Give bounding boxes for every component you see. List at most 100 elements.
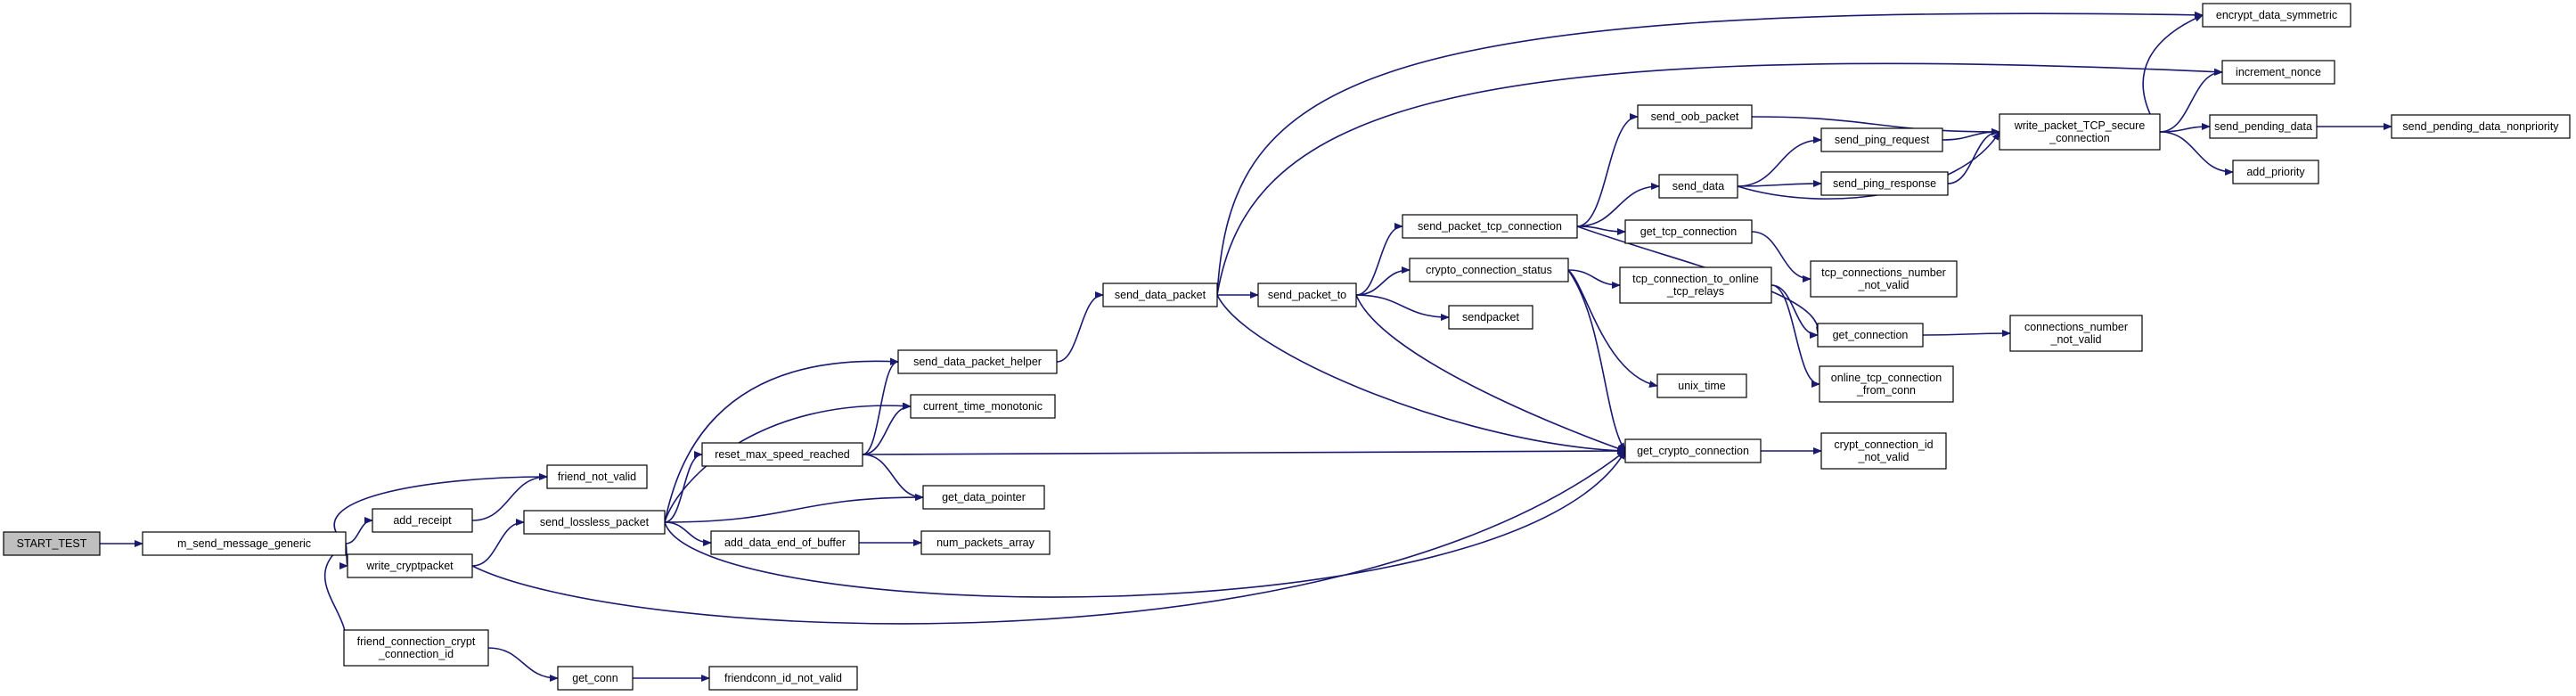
edge-send-data-to-send-ping-request: [1737, 136, 1822, 187]
node-label: send_lossless_packet: [540, 516, 650, 528]
node-encrypt-data-symmetric[interactable]: encrypt_data_symmetric: [2202, 3, 2351, 28]
node-box: [710, 530, 860, 555]
node-current-time-monotonic[interactable]: current_time_monotonic: [910, 394, 1056, 419]
node-box: [1637, 104, 1753, 129]
node-send-ping-request[interactable]: send_ping_request: [1820, 127, 1943, 152]
node-label: send_data_packet: [1115, 289, 1206, 301]
node-friendconn-id-not-valid[interactable]: friendconn_id_not_valid: [708, 666, 858, 691]
node-send-pending-data-nonpriority[interactable]: send_pending_data_nonpriority: [2391, 114, 2571, 139]
edge-send-packet-to-to-sendpacket: [1355, 294, 1450, 321]
edge-send-data-to-send-ping-response: [1737, 180, 1822, 188]
node-tcp-connections-number-not-valid[interactable]: tcp_connections_number_not_valid: [1810, 260, 1958, 298]
node-unix-time[interactable]: unix_time: [1656, 373, 1747, 398]
node-label: get_crypto_connection: [1637, 445, 1749, 457]
node-box: [2391, 114, 2571, 139]
node-get-data-pointer[interactable]: get_data_pointer: [922, 485, 1045, 510]
node-send-data-packet-helper[interactable]: send_data_packet_helper: [897, 349, 1058, 374]
node-send-pending-data[interactable]: send_pending_data: [2209, 114, 2318, 139]
node-add-receipt[interactable]: add_receipt: [372, 508, 473, 533]
node-send-data-packet[interactable]: send_data_packet: [1102, 282, 1218, 307]
node-send-lossless-packet[interactable]: send_lossless_packet: [523, 510, 666, 535]
edge-send-packet-to-to-send-packet-tcp-connection: [1355, 223, 1403, 296]
node-get-tcp-connection[interactable]: get_tcp_connection: [1624, 219, 1753, 244]
node-crypt-connection-id-not-valid[interactable]: crypt_connection_id_not_valid: [1820, 432, 1947, 470]
node-label: tcp_connections_number: [1821, 266, 1946, 279]
edge-reset-max-speed-reached-to-current-time-monotonic: [862, 403, 912, 455]
edge-send-packet-tcp-connection-to-send-data: [1576, 183, 1660, 227]
edge-send-ping-request-to-write-packet-tcp-secure-connection: [1942, 128, 2000, 141]
node-send-ping-response[interactable]: send_ping_response: [1820, 171, 1949, 196]
node-box: [1820, 171, 1949, 196]
node-box: [1619, 266, 1772, 304]
node-write-packet-tcp-secure-connection[interactable]: write_packet_TCP_secure_connection: [1999, 113, 2161, 151]
edge-m-send-message-generic-to-add-receipt: [345, 517, 373, 545]
node-send-packet-tcp-connection[interactable]: send_packet_tcp_connection: [1402, 214, 1578, 239]
node-add-priority[interactable]: add_priority: [2232, 160, 2319, 184]
edge-reset-max-speed-reached-to-get-data-pointer: [862, 454, 924, 501]
node-box: [1819, 365, 1954, 403]
node-label: current_time_monotonic: [923, 400, 1043, 413]
node-box: [2232, 160, 2319, 184]
edge-get-connection-to-connections-number-not-valid: [1922, 330, 2011, 338]
node-box: [922, 485, 1045, 510]
node-send-oob-packet[interactable]: send_oob_packet: [1637, 104, 1753, 129]
node-box: [3, 531, 101, 556]
node-friend-connection-crypt-connection-id[interactable]: friend_connection_crypt_connection_id: [343, 629, 489, 667]
node-label: get_tcp_connection: [1640, 225, 1737, 238]
node-tcp-connection-to-online-tcp-relays[interactable]: tcp_connection_to_online_tcp_relays: [1619, 266, 1772, 304]
edge-write-packet-tcp-secure-connection-to-encrypt-data-symmetric: [2142, 14, 2204, 133]
edge-send-lossless-packet-to-get-crypto-connection: [664, 450, 1626, 598]
node-box: [2202, 3, 2351, 28]
edge-write-packet-tcp-secure-connection-to-add-priority: [2159, 131, 2234, 176]
node-connections-number-not-valid[interactable]: connections_number_not_valid: [2009, 315, 2143, 352]
node-label: _tcp_relays: [1666, 285, 1724, 298]
node-label: get_data_pointer: [942, 491, 1026, 504]
node-get-crypto-connection[interactable]: get_crypto_connection: [1624, 438, 1762, 463]
node-friend-not-valid[interactable]: friend_not_valid: [546, 464, 648, 489]
node-box: [347, 553, 473, 578]
edges-layer: [100, 11, 2392, 682]
node-box: [343, 629, 489, 667]
node-box: [1402, 214, 1578, 239]
node-online-tcp-connection-from-conn[interactable]: online_tcp_connection_from_conn: [1819, 365, 1954, 403]
node-label: friend_connection_crypt: [357, 635, 476, 648]
node-label: send_packet_to: [1268, 289, 1346, 301]
nodes-layer: START_TEST m_send_message_generic friend_n…: [3, 3, 2571, 691]
node-box: [910, 394, 1056, 419]
edge-reset-max-speed-reached-to-send-data-packet-helper: [862, 358, 899, 455]
node-label: write_packet_TCP_secure: [2014, 119, 2146, 132]
node-label: friend_not_valid: [558, 471, 636, 483]
node-start-test[interactable]: START_TEST: [3, 531, 101, 556]
node-box: [2209, 114, 2318, 139]
edge-send-packet-to-to-crypto-connection-status: [1355, 266, 1411, 296]
edge-crypto-connection-status-to-get-crypto-connection: [1567, 269, 1626, 452]
node-increment-nonce[interactable]: increment_nonce: [2221, 60, 2335, 85]
node-label: START_TEST: [17, 537, 87, 550]
node-get-connection[interactable]: get_connection: [1817, 323, 1924, 348]
edge-tcp-connection-to-online-tcp-relays-to-get-connection: [1770, 284, 1819, 339]
node-get-conn[interactable]: get_conn: [557, 666, 634, 691]
node-send-packet-to[interactable]: send_packet_to: [1257, 282, 1357, 307]
node-crypto-connection-status[interactable]: crypto_connection_status: [1409, 258, 1569, 282]
node-box: [523, 510, 666, 535]
edge-send-lossless-packet-to-get-data-pointer: [664, 494, 924, 523]
node-m-send-message-generic[interactable]: m_send_message_generic: [142, 531, 347, 556]
node-label: crypt_connection_id: [1834, 438, 1933, 451]
node-reset-max-speed-reached[interactable]: reset_max_speed_reached: [701, 442, 863, 467]
edge-send-lossless-packet-to-send-data-packet-helper: [664, 357, 899, 523]
node-num-packets-array[interactable]: num_packets_array: [920, 530, 1051, 555]
node-box: [1257, 282, 1357, 307]
edge-send-ping-response-to-write-packet-tcp-secure-connection: [1947, 128, 2000, 184]
node-sendpacket[interactable]: sendpacket: [1448, 305, 1533, 330]
node-label: num_packets_array: [936, 536, 1035, 549]
edge-send-oob-packet-to-write-packet-tcp-secure-connection: [1751, 116, 2000, 135]
node-write-cryptpacket[interactable]: write_cryptpacket: [347, 553, 473, 578]
edge-send-packet-tcp-connection-to-get-tcp-connection: [1576, 225, 1626, 235]
node-add-data-end-of-buffer[interactable]: add_data_end_of_buffer: [710, 530, 860, 555]
edge-write-packet-tcp-secure-connection-to-send-pending-data: [2159, 123, 2211, 133]
node-box: [1102, 282, 1218, 307]
node-label: connections_number: [2024, 321, 2128, 333]
node-send-data[interactable]: send_data: [1658, 174, 1738, 199]
node-label: get_conn: [572, 672, 617, 684]
